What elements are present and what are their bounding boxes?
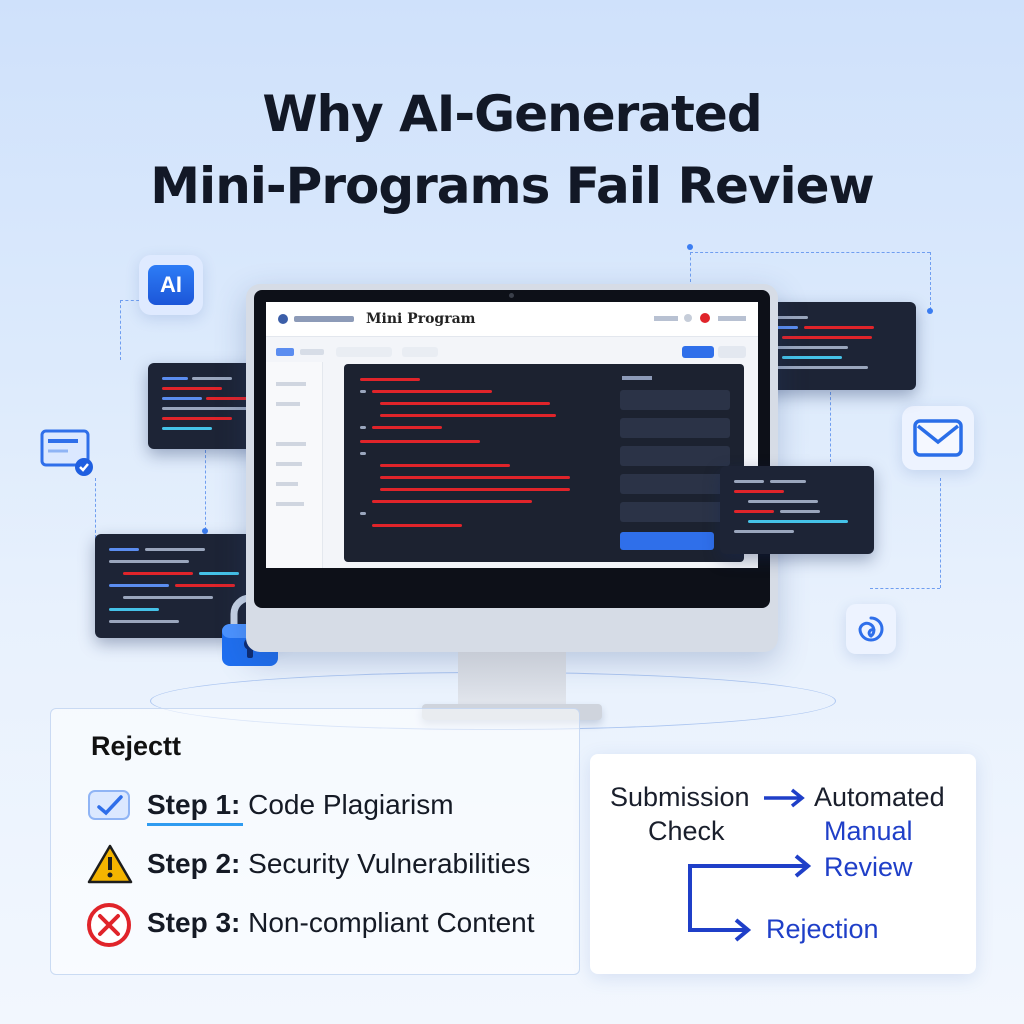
arrow-right-icon [764, 788, 805, 808]
connector-line [205, 450, 206, 530]
connector-dot [687, 244, 693, 250]
tab[interactable] [402, 347, 438, 357]
monitor-stand [458, 652, 566, 706]
connector-dot [927, 308, 933, 314]
tab[interactable] [300, 349, 324, 355]
settings-field[interactable] [620, 390, 730, 410]
swirl-tile [846, 604, 896, 654]
connector-line [120, 300, 121, 360]
reject-heading: Rejectt [91, 731, 182, 761]
ai-badge-tile: AI [139, 255, 203, 315]
avatar[interactable] [700, 313, 710, 323]
topbar-placeholder [654, 316, 678, 321]
flow-submission: Submission [610, 782, 750, 812]
step-2: Step 2: Security Vulnerabilities [147, 848, 530, 880]
connector-line [830, 392, 831, 462]
connector-line [690, 252, 691, 282]
app-topbar: Mini Program [266, 302, 758, 337]
step-1: Step 1: Code Plagiarism [147, 789, 454, 821]
reject-panel: Rejectt Step 1: Code Plagiarism Step 2: … [50, 708, 580, 975]
flow-check: Check [648, 816, 725, 846]
check-icon [88, 790, 130, 820]
document-check-tile [38, 427, 98, 479]
flow-automated: Automated [814, 782, 945, 812]
flow-manual: Manual [824, 816, 913, 846]
ai-badge-icon: AI [148, 265, 194, 305]
page-title: Why AI-Generated Mini-Programs Fail Revi… [0, 78, 1024, 222]
connector-line [870, 588, 940, 589]
app-logo-icon [278, 314, 288, 324]
document-check-icon [40, 429, 93, 476]
warning-icon [87, 844, 133, 884]
mail-tile [902, 406, 974, 470]
step-1-underline [147, 823, 243, 826]
monitor: Mini Program [246, 284, 778, 652]
step-3-text: Non-compliant Content [248, 907, 535, 938]
monitor-bezel: Mini Program [254, 290, 770, 608]
settings-field[interactable] [620, 502, 730, 522]
topbar-menu[interactable] [718, 316, 746, 321]
connector-line [940, 478, 941, 588]
reject-x-icon [87, 903, 131, 947]
connector-line [930, 252, 931, 310]
connector-line [690, 252, 930, 253]
step-2-text: Security Vulnerabilities [248, 848, 531, 879]
title-line-2: Mini-Programs Fail Review [150, 157, 874, 215]
step-2-label: Step 2: [147, 848, 241, 879]
settings-field[interactable] [620, 418, 730, 438]
tab-active[interactable] [276, 348, 294, 356]
step-3: Step 3: Non-compliant Content [147, 907, 535, 939]
submit-button[interactable] [620, 532, 714, 550]
title-line-1: Why AI-Generated [262, 85, 762, 143]
flow-review: Review [824, 852, 913, 882]
connector-line [95, 478, 96, 538]
swirl-icon [858, 616, 884, 642]
step-1-label: Step 1: [147, 789, 241, 820]
primary-action-button[interactable] [682, 346, 714, 358]
flow-branch-arrows [688, 854, 812, 942]
camera-dot [509, 293, 514, 298]
step-1-text: Code Plagiarism [248, 789, 454, 820]
app-nav-placeholder [294, 316, 354, 322]
code-card-right-top [754, 302, 916, 390]
settings-field[interactable] [620, 446, 730, 466]
settings-heading [622, 376, 652, 380]
code-editor-panel [344, 364, 744, 562]
mail-icon [913, 419, 963, 457]
flow-rejection: Rejection [766, 914, 879, 944]
connector-line [120, 300, 150, 301]
settings-field[interactable] [620, 474, 730, 494]
settings-icon[interactable] [684, 314, 692, 322]
app-title: Mini Program [366, 311, 476, 327]
step-3-label: Step 3: [147, 907, 241, 938]
tab[interactable] [336, 347, 392, 357]
ai-badge-label: AI [160, 272, 182, 297]
app-sidebar [266, 362, 323, 568]
screen: Mini Program [266, 302, 758, 568]
flow-panel: Submission Check Automated Manual Review… [590, 754, 976, 974]
code-card-right-bottom [720, 466, 874, 554]
connector-dot [202, 528, 208, 534]
secondary-action-button[interactable] [718, 346, 746, 358]
